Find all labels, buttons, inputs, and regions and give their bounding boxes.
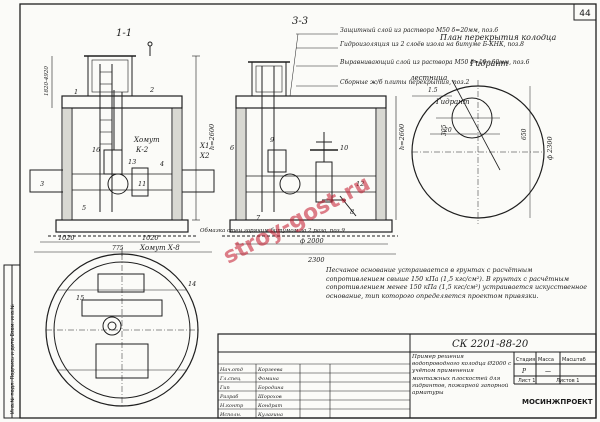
page-number: 44 [579, 9, 591, 19]
callout-16: 16 [92, 146, 100, 154]
x2-label: Х2 [199, 152, 210, 160]
side-stamp: Инв.№ подл. Подпись и дата Взам. инв.№ [10, 303, 16, 414]
plan-dim-15: 1.5 [428, 87, 438, 94]
dim-1020-b: 1020 [142, 234, 159, 242]
clamp-code: К-2 [135, 146, 149, 154]
callout-5: 5 [82, 204, 86, 212]
section-3-3 [222, 33, 398, 255]
ladder-label: лестница [410, 74, 447, 82]
organization: МОСИНЖПРОЕКТ [522, 398, 593, 406]
tb-name-3: Шорохов [257, 394, 282, 400]
tb-name-0: Корзеева [257, 367, 283, 373]
callout-8: 8 [350, 208, 354, 216]
section-label-3-3: 3-3 [292, 16, 308, 27]
height-dim-3-3: h=2600 [398, 124, 406, 150]
drawing-code: СК 2201-88-20 [452, 339, 529, 350]
clamp-x8-label: Хомут Х-8 [139, 244, 180, 252]
sheet-number: Лист 1 [518, 378, 535, 384]
tb-role-5: Исполн. [219, 412, 242, 418]
sheet-count: Листов 1 [556, 378, 579, 384]
left-height-dim: 1820-4920 [44, 66, 50, 96]
height-dim: h=2600 [208, 124, 216, 150]
tb-role-3: Разраб [219, 393, 239, 400]
tb-role-0: Нач.отд [219, 367, 243, 373]
callout-10: 10 [340, 144, 348, 152]
note-top-2: Выравнивающий слой из раствора М50 δ=10÷… [339, 59, 530, 66]
callout-4: 4 [159, 160, 164, 168]
callout-13: 13 [128, 158, 136, 166]
stage-header: Стадия [516, 357, 535, 363]
dim-775: 775 [112, 245, 124, 252]
plan-dim-395: 395 [441, 124, 448, 136]
section-1-1 [29, 41, 215, 243]
callout-9: 9 [270, 136, 274, 144]
clamp-label: Хомут [133, 136, 160, 144]
dim-1020-a: 1020 [58, 234, 75, 242]
callout-11: 11 [138, 180, 146, 188]
callout-15: 15 [76, 294, 84, 302]
tb-name-2: Бородина [257, 385, 284, 391]
plan-view [411, 79, 545, 224]
note-top-1: Гидроизоляция из 2 слоёв изола на битуме… [339, 41, 524, 48]
hydrant-label-2: Гидрант [435, 98, 470, 106]
tb-role-2: Гип [219, 385, 230, 391]
section-label-1-1: 1-1 [116, 28, 132, 39]
tb-name-1: Фомина [258, 376, 279, 382]
mass-value: — [545, 368, 551, 375]
scale-header: Масштаб [562, 357, 586, 363]
section-2-2-plan [34, 248, 212, 407]
callout-2: 2 [149, 86, 154, 94]
dim-d2000: ф 2000 [300, 237, 324, 245]
callout-7: 7 [256, 214, 261, 222]
note-top-0: Защитный слой из раствора М50 δ=20мм, по… [340, 27, 498, 34]
tb-role-4: Н.контр [219, 403, 244, 409]
dim-2300: 2300 [307, 256, 325, 264]
x1-label: Х1 [199, 142, 209, 150]
tb-role-1: Гл.спец [219, 376, 241, 382]
title-block [217, 333, 597, 419]
note-top-3: Сборные ж/б плиты перекрытия, поз.2 [340, 79, 470, 86]
mass-header: Масса [538, 357, 554, 363]
hydrant-label: Гидрант [469, 59, 509, 68]
callout-1: 1 [74, 88, 78, 96]
plan-dim-20: 20 [443, 127, 452, 134]
page-number-box [573, 3, 597, 21]
stage-value: Р [521, 368, 527, 375]
callout-3: 3 [40, 180, 44, 188]
callout-12: 12 [356, 180, 364, 188]
tb-name-4: Кондрат [257, 403, 283, 409]
drawing-description: Пример решения водопроводного колодца Ø2… [412, 354, 512, 397]
callout-6: 6 [230, 144, 234, 152]
plan-diameter: ф 2300 [546, 136, 554, 160]
foundation-note: Песчаное основание устраивается в грунта… [326, 266, 588, 300]
plan-dim-650: 650 [521, 128, 528, 140]
callout-14: 14 [188, 280, 196, 288]
tb-name-5: Кулагина [257, 412, 283, 418]
plaster-note: Обмазка стен горячим битумом за 2 раза, … [200, 227, 345, 234]
plan-title: План перекрытия колодца [439, 33, 557, 42]
